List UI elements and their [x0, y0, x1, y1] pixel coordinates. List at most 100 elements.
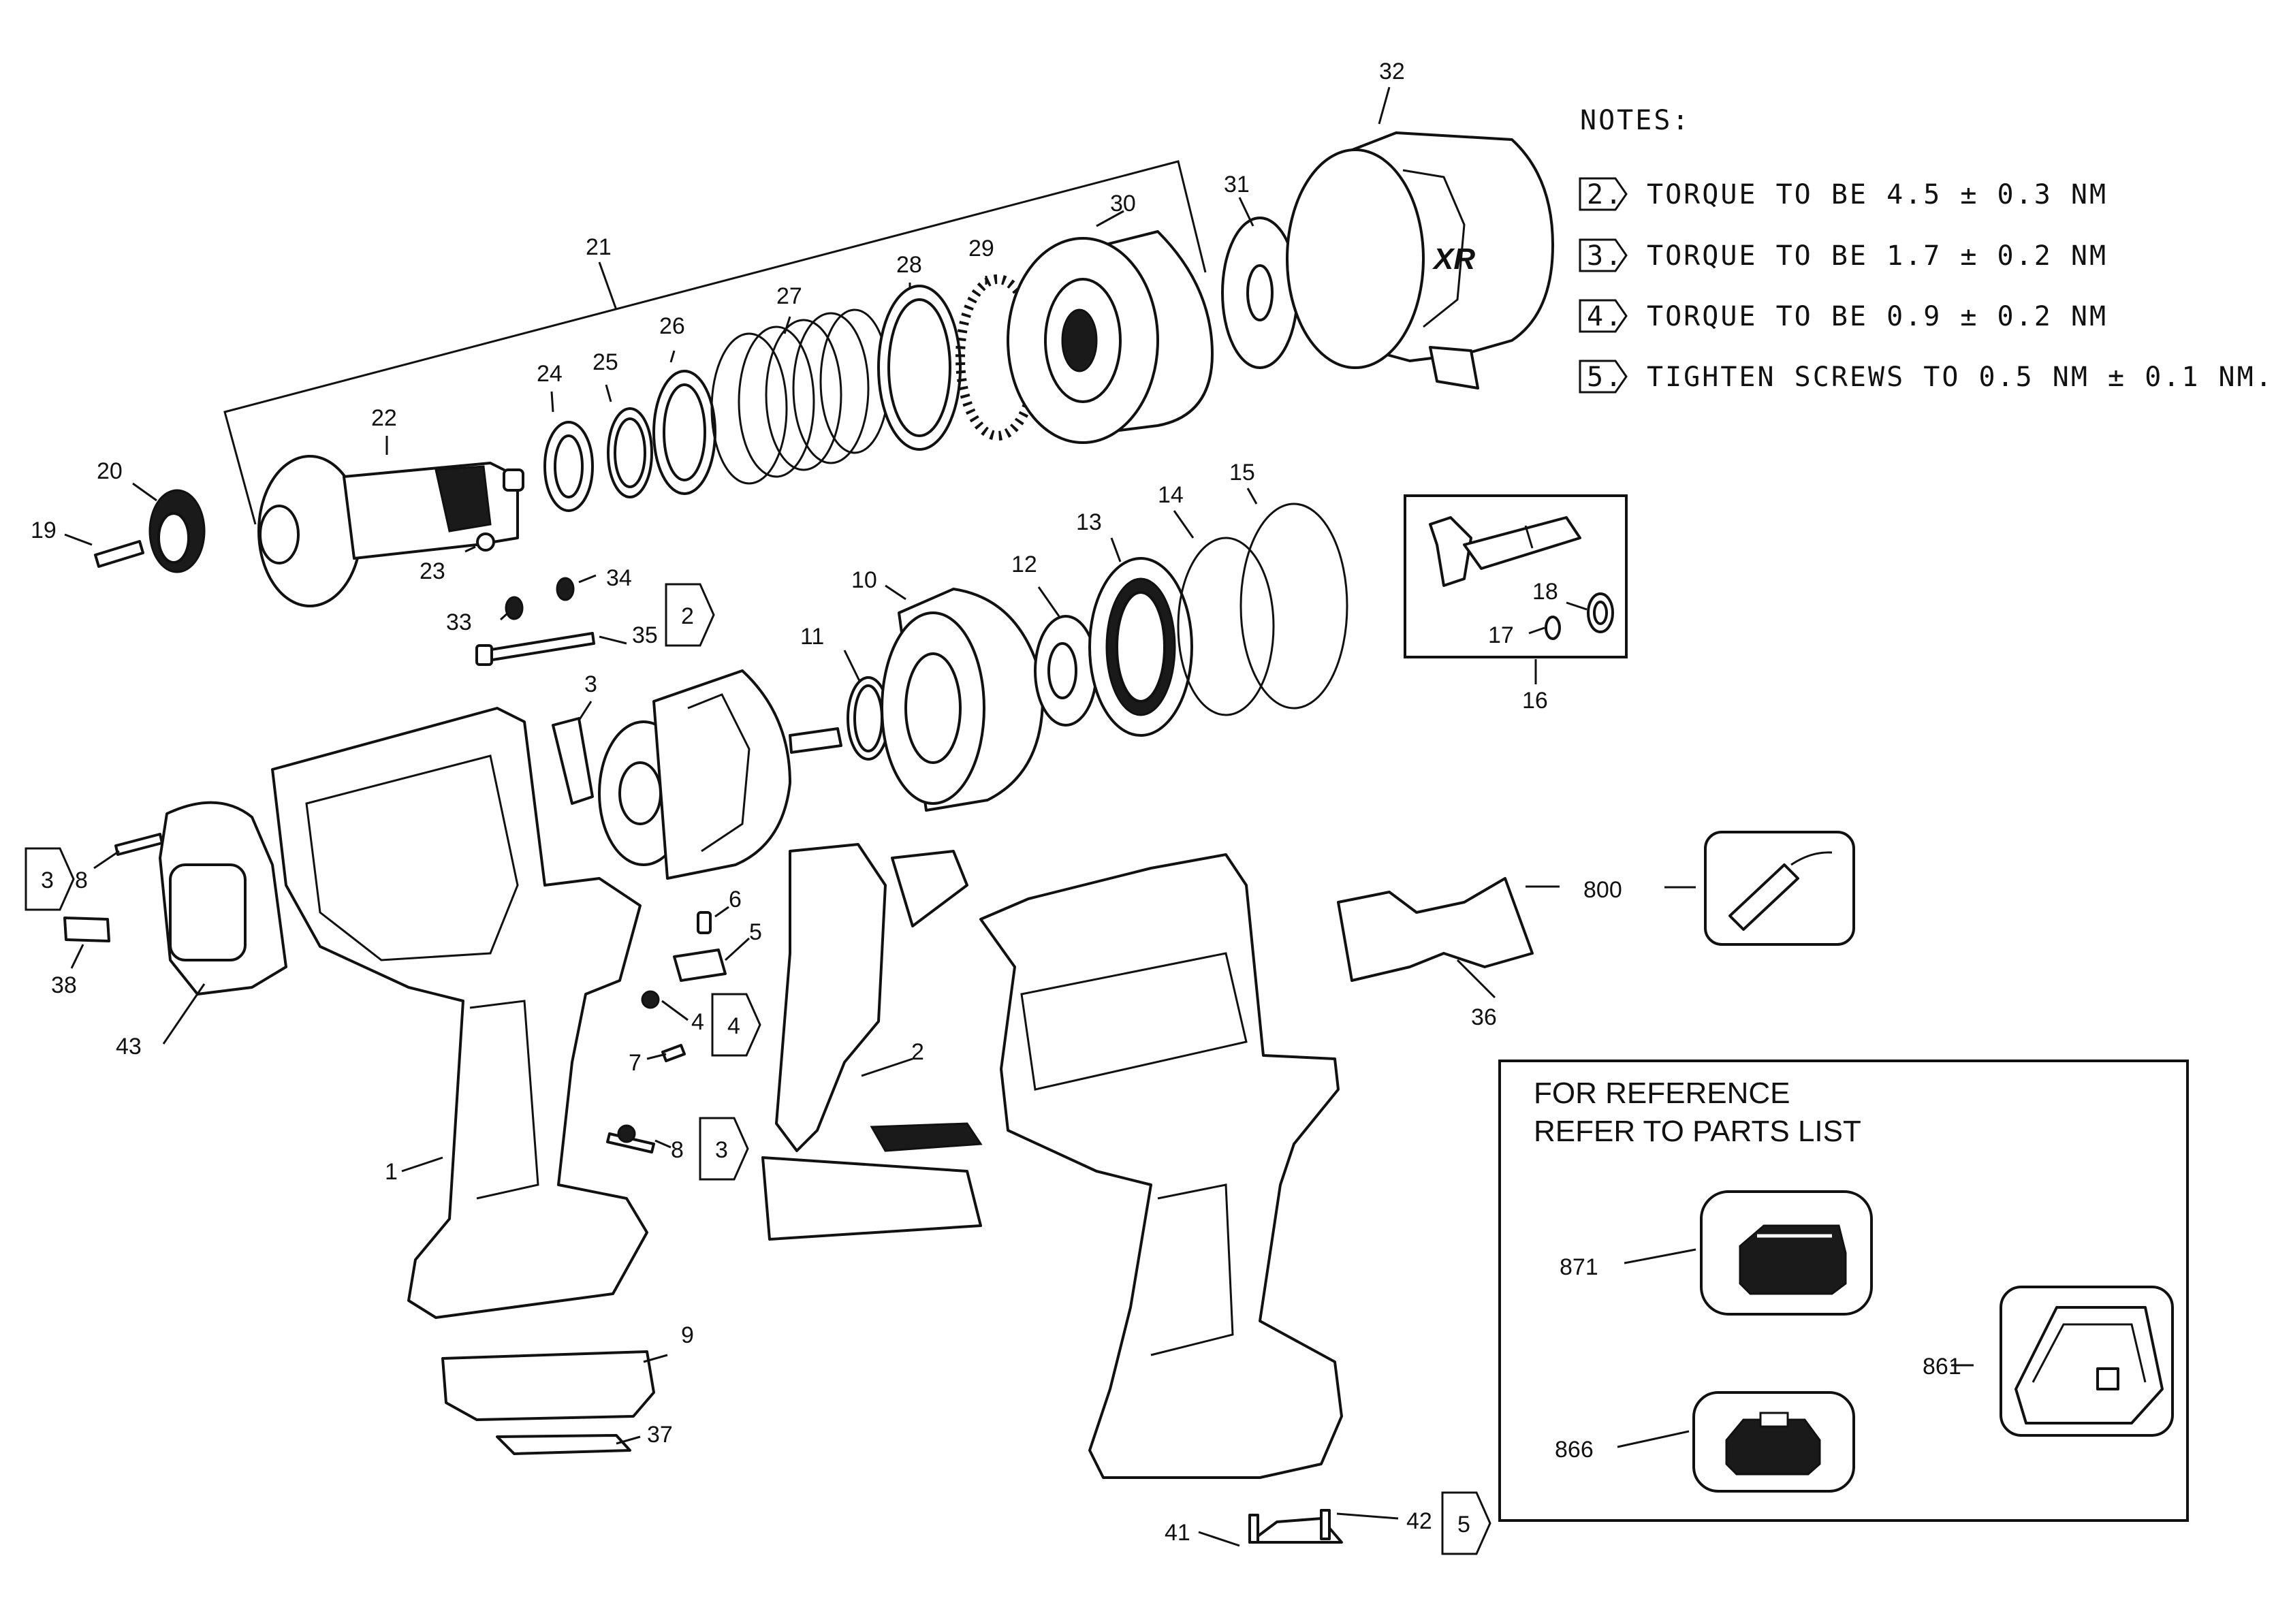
callout-20: 20: [97, 458, 123, 484]
part-9-battery-cover: [441, 1350, 655, 1421]
callout-21: 21: [586, 234, 612, 260]
part-10-housing: [881, 588, 1044, 812]
part-36-label: [1337, 877, 1534, 982]
part-27-spring: [710, 308, 890, 485]
part-12-bearing: [1034, 615, 1098, 727]
part-23-ball: [476, 532, 495, 552]
part-8-screw-left: [114, 833, 163, 856]
callout-30: 30: [1110, 191, 1136, 217]
callout-7: 7: [629, 1050, 642, 1076]
leader-lines: [64, 86, 1974, 1547]
part-35-screw: [475, 632, 595, 666]
part-26-ring: [652, 370, 716, 495]
callout-871: 871: [1560, 1254, 1598, 1280]
callout-6: 6: [729, 887, 742, 912]
note-flag-2: 2: [665, 583, 715, 647]
part-5-lamp: [673, 949, 727, 982]
part-31-washer: [1221, 217, 1299, 369]
part-1-housing-half: [271, 707, 648, 1319]
notes-heading: NOTES:: [1580, 105, 1691, 136]
note-4-tag: 4.: [1587, 301, 1624, 332]
note-4: 4. TORQUE TO BE 0.9 ± 0.2 NM: [1579, 299, 2108, 333]
callout-9: 9: [681, 1322, 694, 1348]
callout-11: 11: [800, 624, 824, 650]
note-3-text: TORQUE TO BE 1.7 ± 0.2 NM: [1647, 240, 2108, 272]
note-5-text: TIGHTEN SCREWS TO 0.5 NM ± 0.1 NM.: [1647, 362, 2274, 393]
callout-42: 42: [1406, 1508, 1432, 1534]
callout-43: 43: [116, 1034, 142, 1060]
callout-29: 29: [968, 236, 994, 261]
part-30-hammer: [1007, 230, 1214, 444]
callout-36: 36: [1471, 1004, 1497, 1030]
part-38-label: [63, 917, 110, 942]
part-14-ring: [1177, 537, 1275, 716]
part-motor: [598, 669, 842, 880]
callout-38: 38: [51, 972, 77, 998]
callout-22: 22: [371, 405, 397, 431]
part-16-anvil-kit: [1404, 494, 1628, 658]
callout-10: 10: [851, 567, 877, 593]
callout-33: 33: [446, 609, 472, 635]
assembly-21-bracket: [223, 160, 1207, 525]
part-3-pad: [552, 717, 594, 805]
part-8-screw-mid: [606, 1124, 655, 1153]
callout-12: 12: [1011, 552, 1037, 577]
part-7-pin: [661, 1044, 686, 1062]
part-6-contact: [697, 911, 712, 934]
callout-861: 861: [1923, 1354, 1961, 1380]
callout-35: 35: [632, 622, 658, 648]
xr-badge: XR: [1432, 242, 1475, 276]
part-11-oring: [847, 676, 890, 761]
callout-8-mid: 8: [671, 1137, 684, 1163]
callout-28: 28: [896, 252, 922, 278]
battery-866: [1692, 1391, 1855, 1493]
part-13-ring-gear: [1088, 557, 1193, 737]
part-4-screw: [641, 990, 660, 1009]
reference-line-1: FOR REFERENCE: [1534, 1077, 1790, 1110]
callout-labels: 32 31 30 29 28 27 26 25 24 21 22 20 19 2…: [31, 59, 1961, 1546]
part-2-switch-harness: [761, 843, 983, 1241]
part-25-ring: [607, 407, 653, 498]
svg-text:3: 3: [715, 1137, 728, 1163]
callout-17: 17: [1488, 622, 1514, 648]
part-20-gear: [148, 489, 206, 573]
note-2: 2. TORQUE TO BE 4.5 ± 0.3 NM: [1579, 177, 2106, 211]
callout-8-left: 8: [75, 867, 88, 893]
callout-25: 25: [592, 349, 618, 375]
note-5-tag: 5.: [1587, 362, 1624, 393]
reference-box: FOR REFERENCE REFER TO PARTS LIST: [1498, 1060, 2189, 1522]
housing-right-half: [979, 853, 1343, 1479]
note-5: 5. TIGHTEN SCREWS TO 0.5 NM ± 0.1 NM.: [1579, 360, 2274, 394]
note-flag-5: 5: [1441, 1491, 1491, 1555]
callout-19: 19: [31, 518, 57, 543]
part-32-gear-case: XR: [1286, 131, 1554, 389]
part-42-screws: [1248, 1509, 1331, 1544]
callout-26: 26: [659, 313, 685, 339]
callout-18: 18: [1532, 579, 1558, 605]
part-18-ring: [1587, 592, 1614, 633]
callout-13: 13: [1076, 509, 1102, 535]
svg-text:4: 4: [727, 1013, 740, 1039]
callout-16: 16: [1522, 688, 1548, 714]
part-28-ring: [877, 285, 962, 451]
svg-text:5: 5: [1457, 1512, 1470, 1538]
callout-4: 4: [691, 1009, 704, 1035]
part-19-pin: [94, 540, 144, 568]
note-3: 3. TORQUE TO BE 1.7 ± 0.2 NM: [1579, 238, 2108, 272]
callout-27: 27: [776, 283, 802, 309]
part-37-label: [496, 1434, 631, 1455]
notes-panel: NOTES: 2. TORQUE TO BE 4.5 ± 0.3 NM 3. T…: [1579, 105, 2274, 394]
callout-5: 5: [749, 919, 762, 945]
note-2-tag: 2.: [1587, 179, 1624, 210]
note-3-tag: 3.: [1587, 240, 1624, 272]
callout-866: 866: [1555, 1437, 1594, 1463]
callout-15: 15: [1229, 460, 1255, 485]
part-17-washer: [1545, 616, 1561, 640]
note-4-text: TORQUE TO BE 0.9 ± 0.2 NM: [1647, 301, 2108, 332]
part-34-nut: [556, 577, 575, 601]
svg-text:3: 3: [41, 867, 54, 893]
part-43-led-housing: [159, 801, 287, 996]
part-800-grease: [1704, 831, 1855, 946]
reference-line-2: REFER TO PARTS LIST: [1534, 1115, 1861, 1148]
